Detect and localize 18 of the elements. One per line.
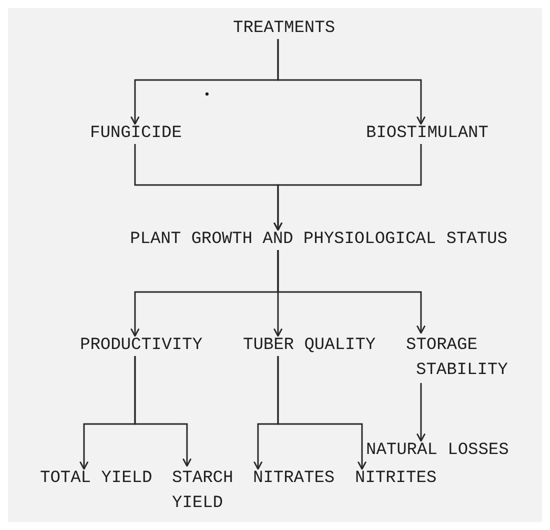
measure-label: TOTAL YIELD [40,469,152,489]
category-label: TUBER QUALITY [243,336,376,356]
measure-label: NITRITES [355,469,437,489]
treatment-label: BIOSTIMULANT [366,124,488,144]
arrow [277,250,426,334]
measure-label: NITRATES [253,469,335,489]
category-label: PRODUCTIVITY [80,336,202,356]
arrow [277,39,426,125]
central-label: PLANT GROWTH AND PHYSIOLOGICAL STATUS [130,230,508,250]
root-label: TREATMENTS [233,19,336,39]
arrow [277,356,366,470]
measure-label: STARCH YIELD [172,466,238,516]
arrow [416,383,426,442]
arrow [134,356,192,467]
measure-label: NATURAL LOSSES [366,441,509,461]
treatment-label: FUNGICIDE [90,124,182,144]
category-label: STORAGE STABILITY [406,333,510,383]
arrow [274,144,422,231]
